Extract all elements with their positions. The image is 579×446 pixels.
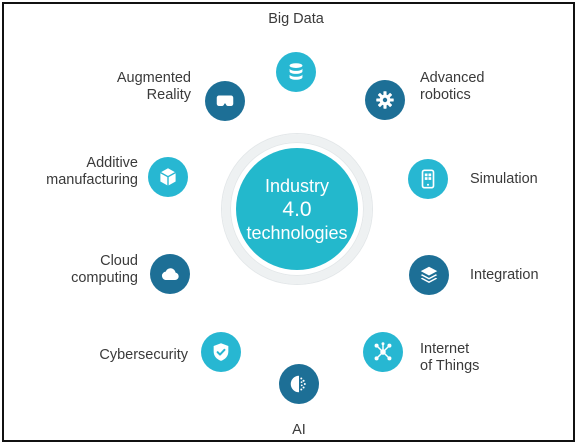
label-line: Additive xyxy=(86,155,138,171)
center-ring xyxy=(222,134,372,284)
node-augmented-reality xyxy=(205,81,245,121)
label-line: robotics xyxy=(420,87,471,103)
center-title-line1: Industry xyxy=(264,175,330,196)
cloud-icon xyxy=(161,268,179,280)
label-line: Big Data xyxy=(268,11,324,27)
label-line: Internet xyxy=(420,341,470,357)
shield-check-icon xyxy=(213,343,229,361)
node-simulation xyxy=(408,159,448,199)
database-icon xyxy=(289,63,303,80)
label-ai: AI xyxy=(239,422,359,439)
label-line: computing xyxy=(71,270,138,286)
label-line: manufacturing xyxy=(46,172,138,188)
label-line: Reality xyxy=(146,87,191,103)
center-hub: Industry 4.0 technologies xyxy=(236,148,358,270)
gear-icon xyxy=(376,91,394,109)
node-ai xyxy=(279,364,319,404)
vr-headset-icon xyxy=(216,95,234,107)
label-big-data: Big Data xyxy=(236,11,356,28)
node-cybersecurity xyxy=(201,332,241,372)
label-integration: Integration xyxy=(470,267,539,284)
node-advanced-robotics xyxy=(365,80,405,120)
node-internet-of-things xyxy=(363,332,403,372)
node-big-data xyxy=(276,52,316,92)
label-line: Integration xyxy=(470,267,539,283)
label-line: Cloud xyxy=(100,253,138,269)
center-title-line3: technologies xyxy=(246,222,348,243)
label-cybersecurity: Cybersecurity xyxy=(99,347,188,364)
node-integration xyxy=(409,255,449,295)
center-title-line2: 4.0 xyxy=(282,197,312,221)
label-line: Advanced xyxy=(420,70,485,86)
label-simulation: Simulation xyxy=(470,171,538,188)
label-line: Simulation xyxy=(470,171,538,187)
label-line: Cybersecurity xyxy=(99,347,188,363)
label-line: of Things xyxy=(420,358,480,374)
label-line: Augmented xyxy=(116,70,191,86)
node-additive-manufacturing xyxy=(148,157,188,197)
layers-icon xyxy=(420,266,438,283)
node-cloud-computing xyxy=(150,254,190,294)
network-icon xyxy=(374,342,392,361)
tablet-icon xyxy=(421,169,435,189)
label-line: AI xyxy=(292,422,306,438)
brain-icon xyxy=(290,375,306,393)
cube-icon xyxy=(160,168,176,186)
